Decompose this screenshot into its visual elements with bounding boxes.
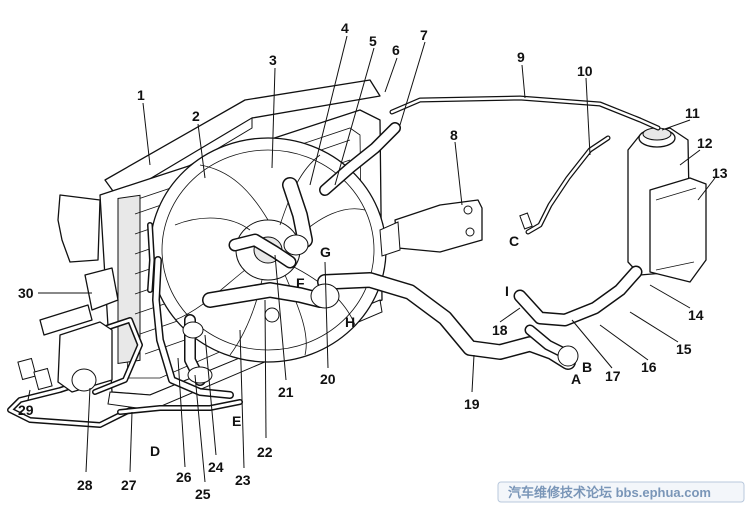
callout-2: 2 (192, 108, 200, 124)
callout-16: 16 (641, 359, 657, 375)
number-callouts: 1 2 3 4 5 6 7 8 9 10 11 12 13 14 15 16 1… (18, 20, 728, 502)
coolant-reservoir (627, 127, 707, 283)
callout-30: 30 (18, 285, 34, 301)
callout-19: 19 (464, 396, 480, 412)
callout-22: 22 (257, 444, 273, 460)
mounting-bracket (379, 199, 483, 257)
callout-28: 28 (77, 477, 93, 493)
letter-I: I (505, 283, 509, 299)
callout-9: 9 (517, 49, 525, 65)
callout-27: 27 (121, 477, 137, 493)
callout-23: 23 (235, 472, 251, 488)
callout-13: 13 (712, 165, 728, 181)
letter-callouts: A B C D E F G H I (150, 233, 592, 459)
watermark-text: 汽车维修技术论坛 bbs.ephua.com (508, 485, 711, 500)
letter-B: B (582, 359, 592, 375)
callout-12: 12 (697, 135, 713, 151)
letter-H: H (345, 314, 355, 330)
callout-11: 11 (685, 105, 700, 121)
letter-C: C (509, 233, 519, 249)
callout-15: 15 (676, 341, 692, 357)
callout-5: 5 (369, 33, 377, 49)
callout-20: 20 (320, 371, 336, 387)
callout-1: 1 (137, 87, 145, 103)
letter-D: D (150, 443, 160, 459)
letter-E: E (232, 413, 241, 429)
letter-G: G (320, 244, 331, 260)
letter-A: A (571, 371, 581, 387)
callout-3: 3 (269, 52, 277, 68)
leader-lines (27, 35, 716, 483)
callout-4: 4 (341, 20, 349, 36)
callout-14: 14 (688, 307, 704, 323)
callout-29: 29 (18, 402, 34, 418)
callout-26: 26 (176, 469, 192, 485)
callout-24: 24 (208, 459, 224, 475)
callout-10: 10 (577, 63, 593, 79)
callout-21: 21 (278, 384, 294, 400)
callout-18: 18 (492, 322, 508, 338)
callout-6: 6 (392, 42, 400, 58)
callout-8: 8 (450, 127, 458, 143)
letter-F: F (296, 275, 305, 291)
watermark: 汽车维修技术论坛 bbs.ephua.com (497, 481, 745, 503)
callout-7: 7 (420, 27, 428, 43)
callout-17: 17 (605, 368, 621, 384)
callout-25: 25 (195, 486, 211, 502)
thermostat-housing (17, 267, 119, 393)
hose-clamps (182, 234, 579, 384)
